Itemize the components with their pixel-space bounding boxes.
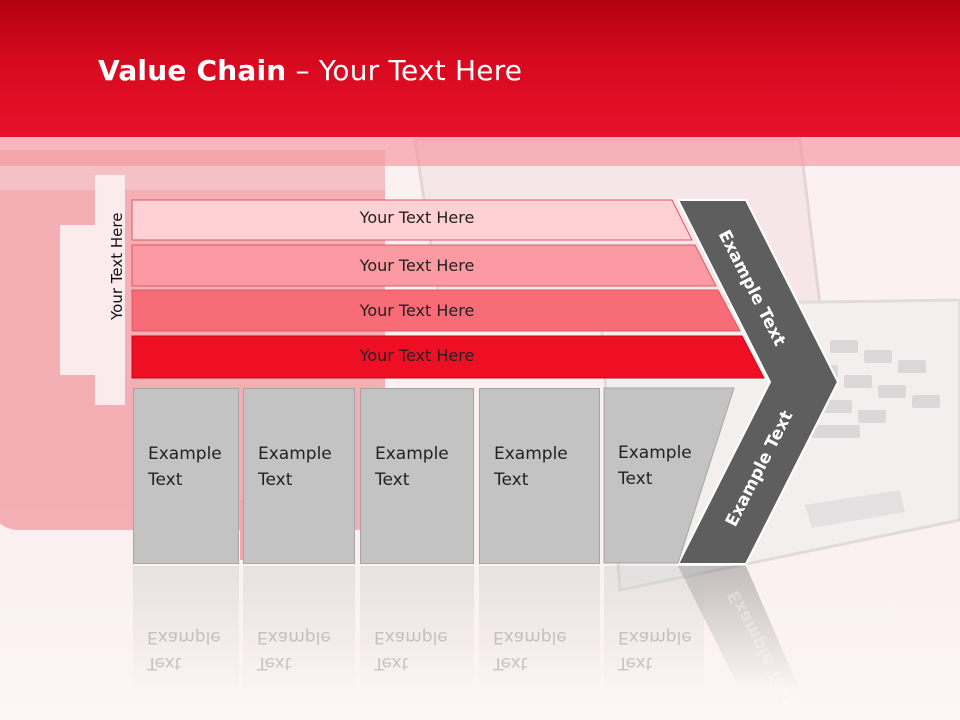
bar-3-label: Your Text Here <box>359 301 475 320</box>
bar-2[interactable] <box>131 244 717 287</box>
title-rest: – Your Text Here <box>286 54 523 87</box>
bar-2-label: Your Text Here <box>359 256 475 275</box>
slide-title: Value Chain – Your Text Here <box>98 54 522 87</box>
title-bold: Value Chain <box>98 54 287 87</box>
bar-1[interactable] <box>131 199 693 241</box>
chevron-reflection <box>678 566 800 690</box>
bar-1-label: Your Text Here <box>359 208 475 227</box>
header-band <box>0 137 960 166</box>
bar-4[interactable] <box>131 335 765 379</box>
box-5-shape[interactable] <box>603 387 735 564</box>
side-label: Your Text Here <box>108 212 126 320</box>
header-bar <box>0 0 960 137</box>
bar-4-label: Your Text Here <box>359 346 475 365</box>
bar-3[interactable] <box>131 289 741 332</box>
chevron-arrow[interactable] <box>676 199 840 565</box>
